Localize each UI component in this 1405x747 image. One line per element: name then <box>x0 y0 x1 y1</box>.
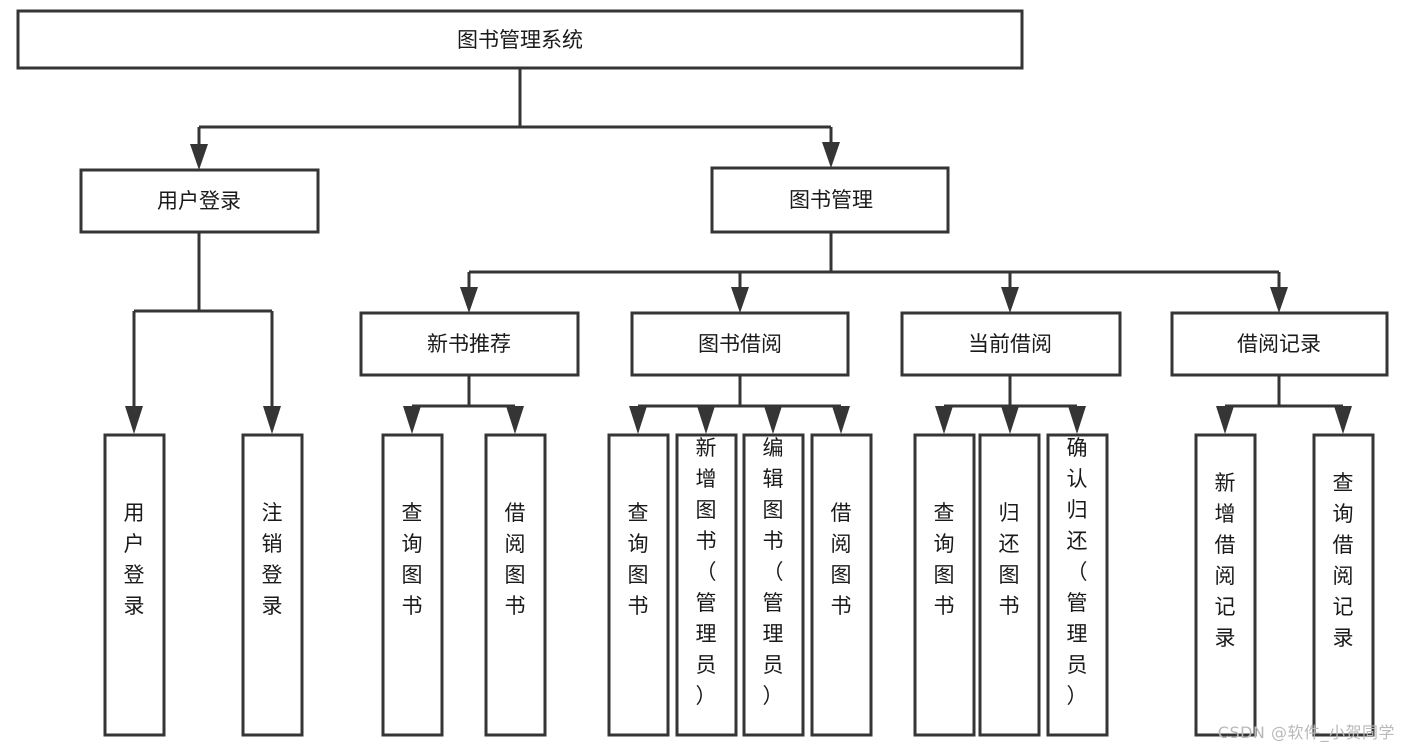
arrow-head-newbook-1 <box>403 406 421 434</box>
node-leaf-borrow-book-recommend[interactable]: 借阅图书 <box>484 433 547 737</box>
node-leaf-user-login-label: 用户登录 <box>124 501 145 618</box>
node-leaf-confirm-return[interactable]: 确认归还（管理员） <box>1046 433 1109 737</box>
node-leaf-query-book-recommend-label: 查询图书 <box>402 501 423 618</box>
arrow-head-leaf-user-login <box>125 406 143 434</box>
node-leaf-edit-book-label: 编辑图书（管理员） <box>763 436 784 708</box>
arrow-head-newbook-2 <box>506 406 524 434</box>
arrow-head-book-manage <box>822 142 840 168</box>
node-root-system-box <box>16 9 1024 70</box>
node-leaf-add-book[interactable]: 新增图书（管理员） <box>675 433 738 737</box>
arrow-head-borrow-record <box>1270 287 1288 313</box>
node-leaf-query-borrow-record-label: 查询借阅记录 <box>1333 471 1354 650</box>
csdn-watermark: CSDN @软件_小贺同学 <box>1217 723 1395 742</box>
node-leaf-return-book-box <box>978 433 1041 737</box>
arrow-head-bookborrow-3 <box>764 406 782 434</box>
node-leaf-borrow-book-recommend-label: 借阅图书 <box>505 501 526 618</box>
node-leaf-logout[interactable]: 注销登录 <box>241 433 304 737</box>
arrow-head-bookborrow-4 <box>832 406 850 434</box>
arrow-head-bookborrow-1 <box>629 406 647 434</box>
edge-group-newbook-to-leaves <box>403 375 524 434</box>
node-book-management-label: 图书管理 <box>789 188 873 212</box>
node-leaf-query-book-recommend-box <box>381 433 444 737</box>
edge-group-currentborrow-to-leaves <box>935 375 1086 434</box>
node-current-borrow-box <box>900 311 1122 377</box>
node-book-borrow[interactable]: 图书借阅 <box>630 311 850 377</box>
arrow-head-user-login <box>190 144 208 170</box>
arrow-head-book-borrow <box>731 287 749 313</box>
node-book-borrow-box <box>630 311 850 377</box>
node-leaf-query-book-recommend[interactable]: 查询图书 <box>381 433 444 737</box>
edge-group-userlogin-to-leaves <box>125 232 281 434</box>
node-leaf-borrow-book[interactable]: 借阅图书 <box>810 433 873 737</box>
arrow-head-borrowrecord-2 <box>1334 406 1352 434</box>
node-root-system-label: 图书管理系统 <box>457 28 583 52</box>
arrow-head-new-book <box>460 287 478 313</box>
arrow-head-currentborrow-1 <box>935 406 953 434</box>
node-leaf-query-book-borrow-label: 查询图书 <box>628 501 649 618</box>
node-leaf-borrow-book-recommend-box <box>484 433 547 737</box>
edge-group-root-to-level1 <box>190 68 840 170</box>
node-borrow-record[interactable]: 借阅记录 <box>1170 311 1389 377</box>
node-book-management-box <box>710 166 950 234</box>
edge-group-borrowrecord-to-leaves <box>1216 375 1352 434</box>
arrow-head-currentborrow-3 <box>1068 406 1086 434</box>
arrow-head-leaf-logout <box>263 406 281 434</box>
edge-group-bookborrow-to-leaves <box>629 375 850 434</box>
node-new-book-recommend-box <box>359 311 580 377</box>
node-leaf-logout-box <box>241 433 304 737</box>
node-leaf-return-book-label: 归还图书 <box>999 501 1020 618</box>
node-leaf-query-book-current[interactable]: 查询图书 <box>913 433 976 737</box>
node-leaf-query-borrow-record-box <box>1312 433 1375 737</box>
node-leaf-query-book-borrow-box <box>607 433 670 737</box>
node-new-book-recommend[interactable]: 新书推荐 <box>359 311 580 377</box>
node-leaf-logout-label: 注销登录 <box>262 501 283 618</box>
node-leaf-add-borrow-record[interactable]: 新增借阅记录 <box>1194 433 1257 737</box>
node-leaf-user-login-box <box>103 433 166 737</box>
node-user-login-box <box>79 168 320 234</box>
node-borrow-record-label: 借阅记录 <box>1237 332 1321 356</box>
node-current-borrow-label: 当前借阅 <box>968 332 1052 356</box>
node-leaf-confirm-return-label: 确认归还（管理员） <box>1067 436 1088 708</box>
node-leaf-return-book[interactable]: 归还图书 <box>978 433 1041 737</box>
arrow-head-currentborrow-2 <box>1001 406 1019 434</box>
node-leaf-query-book-current-label: 查询图书 <box>934 501 955 618</box>
node-current-borrow[interactable]: 当前借阅 <box>900 311 1122 377</box>
node-leaf-add-book-box <box>675 433 738 737</box>
node-leaf-borrow-book-label: 借阅图书 <box>831 501 852 618</box>
node-leaf-query-borrow-record[interactable]: 查询借阅记录 <box>1312 433 1375 737</box>
node-user-login-label: 用户登录 <box>157 189 241 213</box>
node-leaf-edit-book[interactable]: 编辑图书（管理员） <box>742 433 805 737</box>
node-leaf-query-book-borrow[interactable]: 查询图书 <box>607 433 670 737</box>
node-leaf-add-borrow-record-label: 新增借阅记录 <box>1215 471 1236 650</box>
arrow-head-bookborrow-2 <box>697 406 715 434</box>
node-leaf-edit-book-box <box>742 433 805 737</box>
node-book-management[interactable]: 图书管理 <box>710 166 950 234</box>
node-new-book-recommend-label: 新书推荐 <box>427 332 511 356</box>
edge-group-bookmanage-to-level2 <box>460 232 1288 313</box>
node-borrow-record-box <box>1170 311 1389 377</box>
node-leaf-add-borrow-record-box <box>1194 433 1257 737</box>
node-leaf-add-book-label: 新增图书（管理员） <box>696 436 717 708</box>
node-book-borrow-label: 图书借阅 <box>698 332 782 356</box>
node-leaf-query-book-current-box <box>913 433 976 737</box>
arrow-head-current-borrow <box>1001 287 1019 313</box>
node-root-system[interactable]: 图书管理系统 <box>16 9 1024 70</box>
arrow-head-borrowrecord-1 <box>1216 406 1234 434</box>
node-leaf-borrow-book-box <box>810 433 873 737</box>
node-leaf-confirm-return-box <box>1046 433 1109 737</box>
node-user-login[interactable]: 用户登录 <box>79 168 320 234</box>
node-leaf-user-login[interactable]: 用户登录 <box>103 433 166 737</box>
